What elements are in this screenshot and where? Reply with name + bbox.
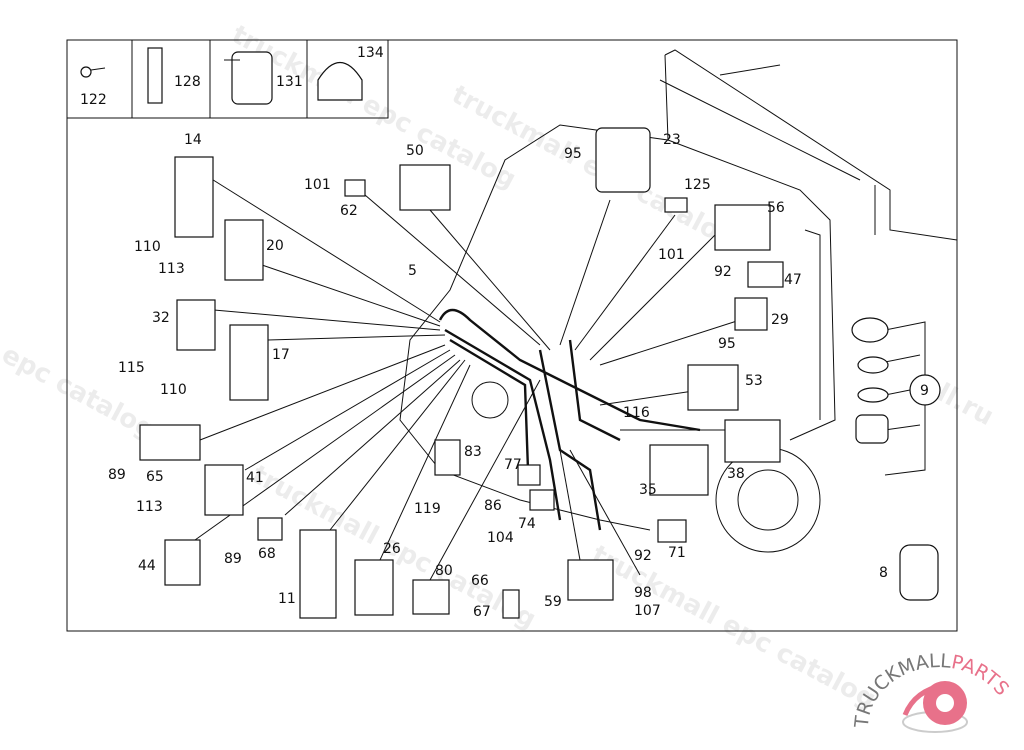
part-number-label: 119 [414,501,441,517]
part-number-label: 115 [118,360,145,376]
part-number-label: 38 [727,466,745,482]
callout-labels: 14 110 113 20 32 115 110 17 89 65 41 113… [108,132,929,620]
part-number-label: 131 [276,74,303,90]
part-number-label: 29 [771,312,789,328]
part-number-label: 65 [146,469,164,485]
part-number-label: 11 [278,591,296,607]
part-number-label: 53 [745,373,763,389]
leader-lines [194,177,941,581]
part-number-label: 35 [639,482,657,498]
part-number-label: 68 [258,546,276,562]
part-number-label: 44 [138,558,156,574]
part-number-label: 8 [879,565,888,581]
part-number-label: 62 [340,203,358,219]
part-number-label: 107 [634,603,661,619]
part-number-label: 66 [471,573,489,589]
part-number-label: 113 [158,261,185,277]
part-number-label: 110 [160,382,187,398]
part-number-label: 92 [714,264,732,280]
part-number-label: 23 [663,132,681,148]
svg-text:epc catalog: epc catalog [0,340,160,446]
part-number-label: 26 [383,541,401,557]
parts [139,127,939,619]
part-number-label: 110 [134,239,161,255]
part-number-label: 14 [184,132,202,148]
part-number-label: 32 [152,310,170,326]
inset-boxes: 122 128 131 134 [67,40,389,119]
watermarks: truckmall epc catalog truckmall epc cata… [0,20,998,715]
part-number-label: 5 [408,263,417,279]
part-number-label: 113 [136,499,163,515]
part-number-label: 116 [623,405,650,421]
part-number-label: 86 [484,498,502,514]
part-number-label: 92 [634,548,652,564]
part-number-label: 20 [266,238,284,254]
part-number-label: 9 [920,383,929,399]
part-number-label: 122 [80,92,107,108]
part-number-label: 101 [304,177,331,193]
part-number-label: 98 [634,585,652,601]
part-number-label: 41 [246,470,264,486]
part-number-label: 80 [435,563,453,579]
part-number-label: 74 [518,516,536,532]
part-number-label: 104 [487,530,514,546]
part-number-label: 56 [767,200,785,216]
part-number-label: 59 [544,594,562,610]
truckmall-parts-logo: TRUCKMALLPARTS [851,650,1013,733]
part-number-label: 77 [504,457,522,473]
part-number-label: 134 [357,45,384,61]
part-number-label: 83 [464,444,482,460]
wiring-harness [438,308,701,531]
part-number-label: 95 [718,336,736,352]
part-number-label: 125 [684,177,711,193]
part-number-label: 50 [406,143,424,159]
diagram-frame [66,39,958,632]
part-number-label: 95 [564,146,582,162]
part-number-label: 128 [174,74,201,90]
part-number-label: 89 [224,551,242,567]
svg-text:truckmall epc catalog: truckmall epc catalog [587,540,881,715]
part-number-label: 17 [272,347,290,363]
part-number-label: 67 [473,604,491,620]
part-number-label: 89 [108,467,126,483]
part-number-label: 47 [784,272,802,288]
part-number-label: 71 [668,545,686,561]
part-number-label: 101 [658,247,685,263]
